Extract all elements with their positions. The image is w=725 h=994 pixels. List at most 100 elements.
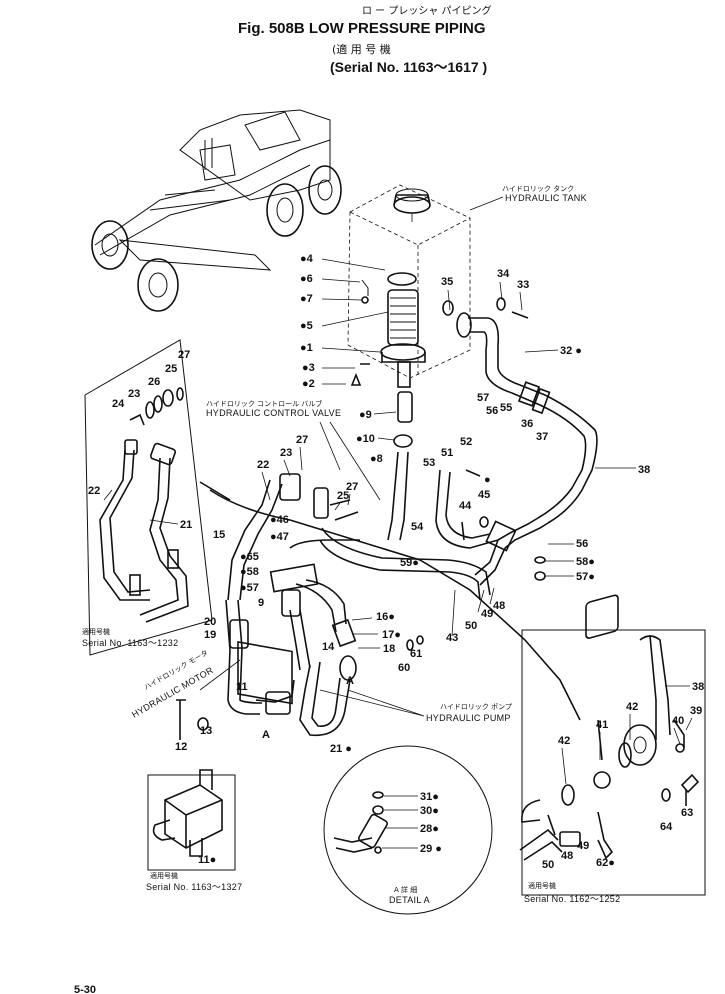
right-callout-42b: 42: [558, 735, 570, 747]
title-applicable-jp: (適 用 号 機: [332, 42, 391, 56]
filter-assembly: [350, 272, 426, 448]
title-kana: ロ ー プレッシャ パイピング: [362, 4, 492, 17]
callout-58c: ●58: [240, 566, 259, 578]
callout-10: ●10: [356, 433, 375, 445]
callout-60: 60: [398, 662, 410, 674]
callout-45: 45: [478, 489, 490, 501]
control-valve-label: HYDRAULIC CONTROL VALVE: [206, 408, 341, 418]
right-callout-63: 63: [681, 807, 693, 819]
callout-44: 44: [459, 500, 472, 512]
right-inset: [519, 594, 706, 896]
callout-14: 14: [322, 641, 335, 653]
left-inset-applicable: 適用号機: [82, 627, 110, 636]
right-callout-39: 39: [690, 705, 702, 717]
callout-18: 18: [383, 643, 395, 655]
right-callout-49: 49: [577, 840, 589, 852]
left-inset-serial: Serial No. 1163～1232: [82, 638, 178, 648]
right-callout-40: 40: [672, 715, 684, 727]
detail-a-jp: A 詳 細: [394, 885, 417, 894]
callout-54: 54: [411, 521, 424, 533]
right-callout-48: 48: [561, 850, 573, 862]
callout-57-top: 57: [477, 392, 489, 404]
callout-47: ●47: [270, 531, 289, 543]
title-serial: (Serial No. 1163～1617 ): [330, 59, 487, 75]
callout-33: 33: [517, 279, 529, 291]
callout-7: ●7: [300, 293, 313, 305]
inset-callout-26: 26: [148, 376, 160, 388]
callout-48: 48: [493, 600, 505, 612]
callout-57: 57●: [576, 571, 595, 583]
figure-title: Fig. 508B LOW PRESSURE PIPING: [238, 20, 486, 37]
callout-58: 58●: [576, 556, 595, 568]
callout-34: 34: [497, 268, 510, 280]
callout-19: 19: [204, 629, 216, 641]
callout-9: ●9: [359, 409, 372, 421]
right-callout-50: 50: [542, 859, 554, 871]
detail-marker-a-left: A: [262, 729, 270, 741]
callout-3: ●3: [302, 362, 315, 374]
callout-43: 43: [446, 632, 458, 644]
callout-25: 25: [337, 490, 349, 502]
right-inset-applicable: 適用号機: [528, 881, 556, 890]
hydraulic-tank-label: HYDRAULIC TANK: [505, 193, 587, 203]
right-callout-64: 64: [660, 821, 673, 833]
callout-13: 13: [200, 725, 212, 737]
inset-callout-11: 11●: [198, 854, 216, 866]
bottom-inset-applicable: 適用号機: [150, 871, 178, 880]
motor-grader-illustration: [91, 109, 342, 312]
callout-23: 23: [280, 447, 292, 459]
callout-2: ●2: [302, 378, 315, 390]
callout-46: ●46: [270, 514, 289, 526]
callout-49: 49: [481, 608, 493, 620]
inset-callout-25: 25: [165, 363, 177, 375]
callout-52: 52: [460, 436, 472, 448]
right-callout-62: 62●: [596, 857, 615, 869]
hydraulic-tank-kana: ハイドロリック タンク: [502, 184, 574, 193]
callout-11: 11: [236, 681, 248, 693]
detail-marker-a-right: A: [346, 675, 354, 687]
callout-38: 38: [638, 464, 650, 476]
callout-55: 55: [500, 402, 512, 414]
pump-kana: ハイドロリック ポンプ: [440, 703, 512, 711]
callout-5: ●5: [300, 320, 313, 332]
callout-35: 35: [441, 276, 453, 288]
left-inset: [84, 339, 213, 656]
page-number: 5-30: [74, 984, 96, 994]
callout-57c: ●57: [240, 582, 259, 594]
callout-27: 27: [296, 434, 308, 446]
callout-17: 17●: [382, 629, 401, 641]
callout-dot: ●: [484, 474, 491, 486]
right-callout-41: 41: [596, 719, 608, 731]
right-inset-serial: Serial No. 1162～1252: [524, 894, 620, 904]
detail-callout-29: 29 ●: [420, 843, 442, 855]
callout-8: ●8: [370, 453, 383, 465]
callout-59: 59●: [400, 557, 419, 569]
callout-4: ●4: [300, 253, 314, 265]
inset-callout-21: 21: [180, 519, 192, 531]
callout-37: 37: [536, 431, 548, 443]
callout-15: 15: [213, 529, 225, 541]
inset-callout-23: 23: [128, 388, 140, 400]
center-piping-assembly: [199, 451, 581, 737]
pump-label: HYDRAULIC PUMP: [426, 713, 511, 723]
callout-16: 16●: [376, 611, 395, 623]
detail-a: [323, 745, 493, 915]
callout-27b: 27: [346, 481, 358, 493]
right-callout-42: 42: [626, 701, 638, 713]
callout-51: 51: [441, 447, 453, 459]
bottom-inset-serial: Serial No. 1163～1327: [146, 882, 242, 892]
callout-9b: 9: [258, 597, 264, 609]
callout-6: ●6: [300, 273, 313, 285]
callout-22: 22: [257, 459, 269, 471]
inset-callout-22: 22: [88, 485, 100, 497]
return-pipe-32-38: [456, 312, 598, 524]
callout-65: ●65: [240, 551, 259, 563]
detail-a-label: DETAIL A: [389, 895, 430, 905]
right-callout-38: 38: [692, 681, 704, 693]
inset-callout-24: 24: [112, 398, 125, 410]
callout-21: 21 ●: [330, 743, 352, 755]
callout-56-top: 56: [486, 405, 498, 417]
bottom-left-inset: [147, 769, 236, 871]
